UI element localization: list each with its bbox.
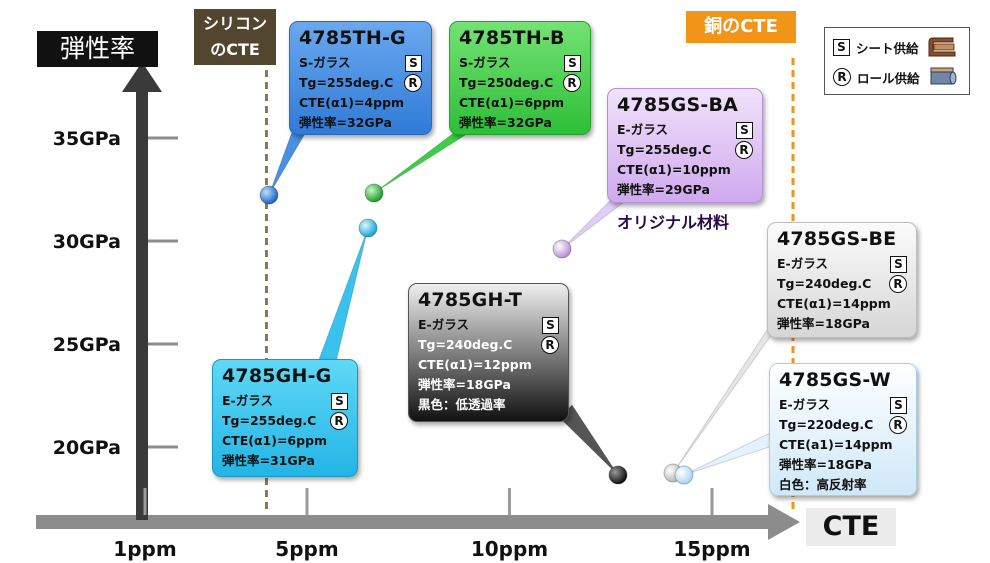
callout-4785gs-ba: 4785GS-BA E-ガラス S Tg=255deg.C R CTE(α1)=10… bbox=[607, 88, 763, 203]
silicon-cte-label-line2: のCTE bbox=[210, 40, 260, 59]
x-axis-label: CTE bbox=[806, 508, 896, 546]
callout-title: 4785GH-T bbox=[418, 289, 523, 311]
y-tick-label: 25GPa bbox=[53, 334, 121, 356]
sheet-supply-badge: S bbox=[833, 38, 850, 56]
callout-4785th-b: 4785TH-B S-ガラス S Tg=250deg.C R CTE(α1)=6pp… bbox=[449, 21, 591, 135]
callout-tg: Tg=250deg.C bbox=[459, 75, 554, 90]
callout-cte: CTE(α1)=10ppm bbox=[617, 162, 731, 177]
callout-tg: Tg=220deg.C bbox=[779, 417, 874, 432]
roll-supply-badge: R bbox=[330, 412, 348, 430]
sheet-supply-badge: S bbox=[405, 54, 422, 72]
callout-cte: CTE(α1)=14ppm bbox=[777, 296, 891, 311]
callout-4785gh-t: 4785GH-T E-ガラス S Tg=240deg.C R CTE(α1)=12p… bbox=[408, 283, 569, 422]
silicon-cte-label: シリコン のCTE bbox=[194, 9, 276, 65]
callout-modulus: 弾性率=32GPa bbox=[299, 115, 392, 130]
y-axis-arrowhead bbox=[122, 62, 162, 92]
callout-4785gs-w: 4785GS-W E-ガラス S Tg=220deg.C R CTE(a1)=14p… bbox=[769, 363, 917, 496]
callout-glass: E-ガラス bbox=[617, 122, 668, 137]
y-tick-label: 20GPa bbox=[53, 437, 121, 459]
callout-glass: S-ガラス bbox=[459, 55, 511, 70]
callout-cte: CTE(a1)=14ppm bbox=[779, 437, 893, 452]
callout-cte: CTE(α1)=6ppm bbox=[459, 95, 565, 110]
data-point-4785gs-w bbox=[674, 465, 694, 485]
callout-pointer bbox=[373, 131, 472, 194]
legend-sheet-label: シート供給 bbox=[856, 40, 919, 56]
data-point-4785th-b bbox=[364, 183, 384, 203]
callout-glass: E-ガラス bbox=[779, 397, 830, 412]
callout-title: 4785GH-G bbox=[222, 365, 332, 387]
callout-title: 4785TH-B bbox=[459, 27, 565, 49]
y-axis-label: 弾性率 bbox=[37, 31, 158, 67]
x-axis-arrowhead bbox=[768, 504, 800, 540]
callout-4785th-g: 4785TH-G S-ガラス S Tg=255deg.C R CTE(α1)=4pp… bbox=[289, 21, 432, 135]
sheet-supply-badge: S bbox=[331, 392, 348, 410]
y-tick-label: 35GPa bbox=[53, 128, 121, 150]
roll-supply-badge: R bbox=[889, 275, 907, 293]
callout-pointer bbox=[317, 227, 369, 363]
y-tick-label: 30GPa bbox=[53, 231, 121, 253]
data-point-4785gs-ba bbox=[552, 239, 572, 259]
callout-modulus: 弾性率=29GPa bbox=[617, 182, 710, 197]
data-point-4785gh-t bbox=[608, 465, 628, 485]
x-tick-label: 10ppm bbox=[471, 537, 548, 561]
copper-cte-label: 銅のCTE bbox=[686, 11, 796, 43]
callout-tg: Tg=240deg.C bbox=[777, 276, 872, 291]
sheet-supply-badge: S bbox=[890, 255, 907, 273]
sheet-supply-badge: S bbox=[736, 121, 753, 139]
data-point-4785th-g bbox=[259, 185, 279, 205]
y-axis-bar bbox=[136, 90, 148, 520]
callout-glass: E-ガラス bbox=[222, 393, 273, 408]
roll-supply-badge: R bbox=[404, 74, 422, 92]
original-material-annotation: オリジナル材料 bbox=[617, 213, 730, 232]
callout-4785gh-g: 4785GH-G E-ガラス S Tg=255deg.C R CTE(α1)=6pp… bbox=[212, 359, 358, 477]
callout-tg: Tg=240deg.C bbox=[418, 337, 513, 352]
roll-supply-badge: R bbox=[563, 74, 581, 92]
x-tick-label: 5ppm bbox=[275, 537, 338, 561]
sheet-stack-icon bbox=[928, 37, 956, 57]
sheet-supply-badge: S bbox=[564, 54, 581, 72]
sheet-supply-badge: S bbox=[542, 316, 559, 334]
x-tick-label: 15ppm bbox=[673, 537, 750, 561]
callout-title: 4785GS-BA bbox=[617, 94, 739, 116]
callout-modulus: 弾性率=18GPa bbox=[777, 316, 870, 331]
legend-roll-label: ロール供給 bbox=[857, 70, 920, 86]
callout-tg: Tg=255deg.C bbox=[617, 142, 712, 157]
roll-supply-badge: R bbox=[833, 68, 851, 86]
callout-cte: CTE(α1)=4ppm bbox=[299, 95, 405, 110]
callout-modulus: 弾性率=31GPa bbox=[222, 453, 315, 468]
callout-cte: CTE(α1)=12ppm bbox=[418, 357, 532, 372]
callout-title: 4785GS-BE bbox=[777, 228, 897, 250]
callout-glass: E-ガラス bbox=[777, 256, 828, 271]
callout-tg: Tg=255deg.C bbox=[222, 413, 317, 428]
callout-color-note: 黒色：低透過率 bbox=[418, 397, 506, 412]
callout-4785gs-be: 4785GS-BE E-ガラス S Tg=240deg.C R CTE(α1)=14… bbox=[767, 222, 917, 338]
x-tick-label: 1ppm bbox=[113, 537, 176, 561]
silicon-cte-label-line1: シリコン bbox=[202, 14, 267, 33]
callout-title: 4785TH-G bbox=[299, 27, 406, 49]
x-axis-bar bbox=[36, 515, 770, 529]
callout-color-note: 白色：高反射率 bbox=[779, 477, 867, 492]
callout-pointer bbox=[268, 131, 307, 196]
callout-glass: S-ガラス bbox=[299, 55, 351, 70]
callout-cte: CTE(α1)=6ppm bbox=[222, 433, 328, 448]
callout-glass: E-ガラス bbox=[418, 317, 469, 332]
callout-modulus: 弾性率=32GPa bbox=[459, 115, 552, 130]
roll-supply-badge: R bbox=[735, 141, 753, 159]
data-point-4785gh-g bbox=[358, 218, 378, 238]
callout-pointer bbox=[559, 404, 619, 476]
callout-tg: Tg=255deg.C bbox=[299, 75, 394, 90]
sheet-supply-badge: S bbox=[890, 396, 907, 414]
roll-supply-badge: R bbox=[541, 336, 559, 354]
callout-modulus: 弾性率=18GPa bbox=[779, 457, 872, 472]
legend: S シート供給 R ロール供給 bbox=[824, 27, 970, 95]
roll-icon bbox=[930, 67, 957, 85]
callout-title: 4785GS-W bbox=[779, 369, 891, 391]
roll-supply-badge: R bbox=[889, 416, 907, 434]
callout-modulus: 弾性率=18GPa bbox=[418, 377, 511, 392]
